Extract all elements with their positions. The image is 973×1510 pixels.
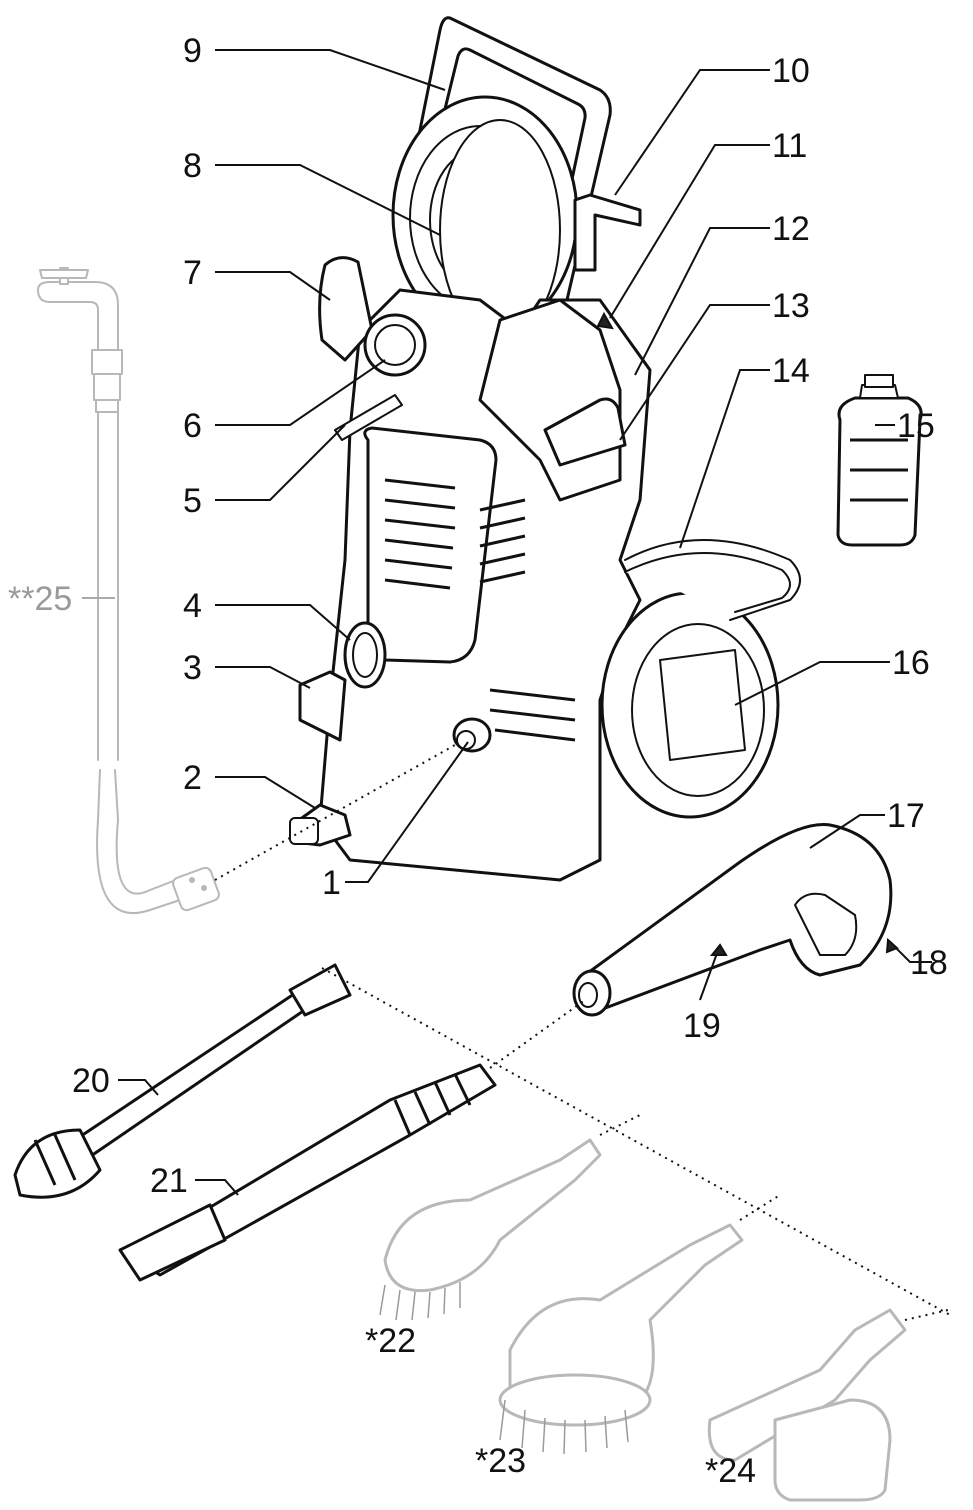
hose-reel [391,95,579,341]
label-16: 16 [892,644,930,682]
label-7: 7 [183,254,202,292]
wash-brush [379,1138,602,1321]
rotary-wash-brush [498,1223,744,1455]
label-12: 12 [772,210,810,248]
label-15: 15 [897,407,935,445]
hose-reel-connector [334,394,403,441]
vario-power-lance [118,1063,497,1282]
main-switch [343,621,387,689]
label-2: 2 [183,759,202,797]
label-10: 10 [772,52,810,90]
label-23: *23 [475,1442,526,1480]
garden-hose [96,411,181,915]
front-grille [384,478,456,590]
spray-gun [572,822,893,1017]
connection-lines [214,744,951,1321]
label-22: *22 [365,1322,416,1360]
pressure-regulator-knob [363,313,427,377]
hose-guide [318,256,374,362]
wheel [600,591,780,819]
brush-bristles-23 [499,1399,629,1455]
part-labels: 9 8 7 6 5 4 3 2 1 10 11 12 13 14 15 16 1… [8,32,948,1490]
label-21: 21 [150,1162,188,1200]
label-17: 17 [887,797,925,835]
label-3: 3 [183,649,202,687]
label-4: 4 [183,587,202,625]
label-25: **25 [8,580,72,618]
high-pressure-outlet [452,717,492,753]
brush-bristles-22 [379,1282,461,1321]
pressure-washer-body [289,16,801,882]
water-tap-icon [37,267,123,413]
label-8: 8 [183,147,202,185]
label-20: 20 [72,1062,110,1100]
label-19: 19 [683,1007,721,1045]
label-9: 9 [183,32,202,70]
power-cable [624,539,801,621]
gun-holder [573,193,642,272]
hose-coupling [172,866,220,912]
foam-nozzle [707,1308,907,1502]
label-13: 13 [772,287,810,325]
side-grille [479,498,576,742]
garden-hose-assembly [37,267,220,915]
label-14: 14 [772,352,810,390]
label-24: *24 [705,1452,756,1490]
carry-handle [298,670,347,742]
label-5: 5 [183,482,202,520]
water-inlet-coupling [289,803,352,847]
leader-lines [82,49,932,1196]
detergent-bottle [836,374,923,547]
dirt-blaster-lance [13,963,352,1199]
label-1: 1 [322,864,341,902]
label-11: 11 [772,127,807,165]
label-18: 18 [910,944,948,982]
label-6: 6 [183,407,202,445]
detergent-tank-lid [543,397,627,467]
